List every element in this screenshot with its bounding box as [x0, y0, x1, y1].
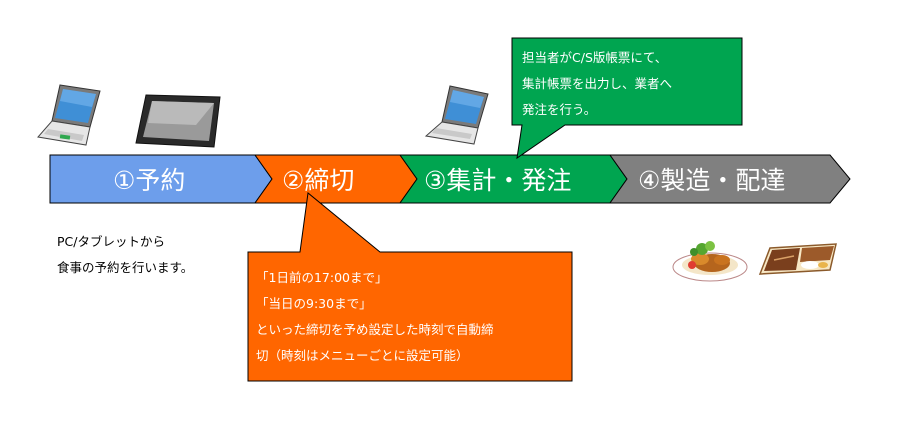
step-order-label: ③集計・発注 — [424, 166, 571, 195]
bento-box-icon — [758, 243, 837, 275]
order-callout-line3: 発注を行う。 — [522, 102, 596, 117]
deadline-callout-line2: 「当日の9:30まで」 — [256, 296, 372, 311]
deadline-callout-line1: 「1日前の17:00まで」 — [256, 270, 387, 285]
reservation-note-line1: PC/タブレットから — [57, 234, 165, 249]
step-delivery-label: ④製造・配達 — [638, 166, 785, 195]
laptop-icon — [424, 85, 489, 145]
order-callout-line2: 集計帳票を出力し、業者へ — [522, 76, 672, 91]
order-callout-line1: 担当者がC/S版帳票にて、 — [522, 50, 667, 65]
process-arrow — [49, 154, 851, 204]
deadline-callout-box — [247, 192, 573, 382]
deadline-callout-line4: 切（時刻はメニューごとに設定可能） — [256, 348, 469, 363]
deadline-callout-line3: といった締切を予め設定した時刻で自動締 — [256, 322, 494, 337]
step-deadline-label: ②締切 — [282, 166, 354, 195]
tablet-icon — [135, 94, 221, 148]
reservation-note-line2: 食事の予約を行います。 — [57, 260, 193, 275]
meal-plate-icon — [672, 241, 748, 282]
laptop-icon — [37, 84, 101, 146]
step-reserve-label: ①予約 — [113, 166, 185, 195]
step-delivery-shape — [609, 154, 851, 204]
order-callout-box — [511, 37, 743, 160]
